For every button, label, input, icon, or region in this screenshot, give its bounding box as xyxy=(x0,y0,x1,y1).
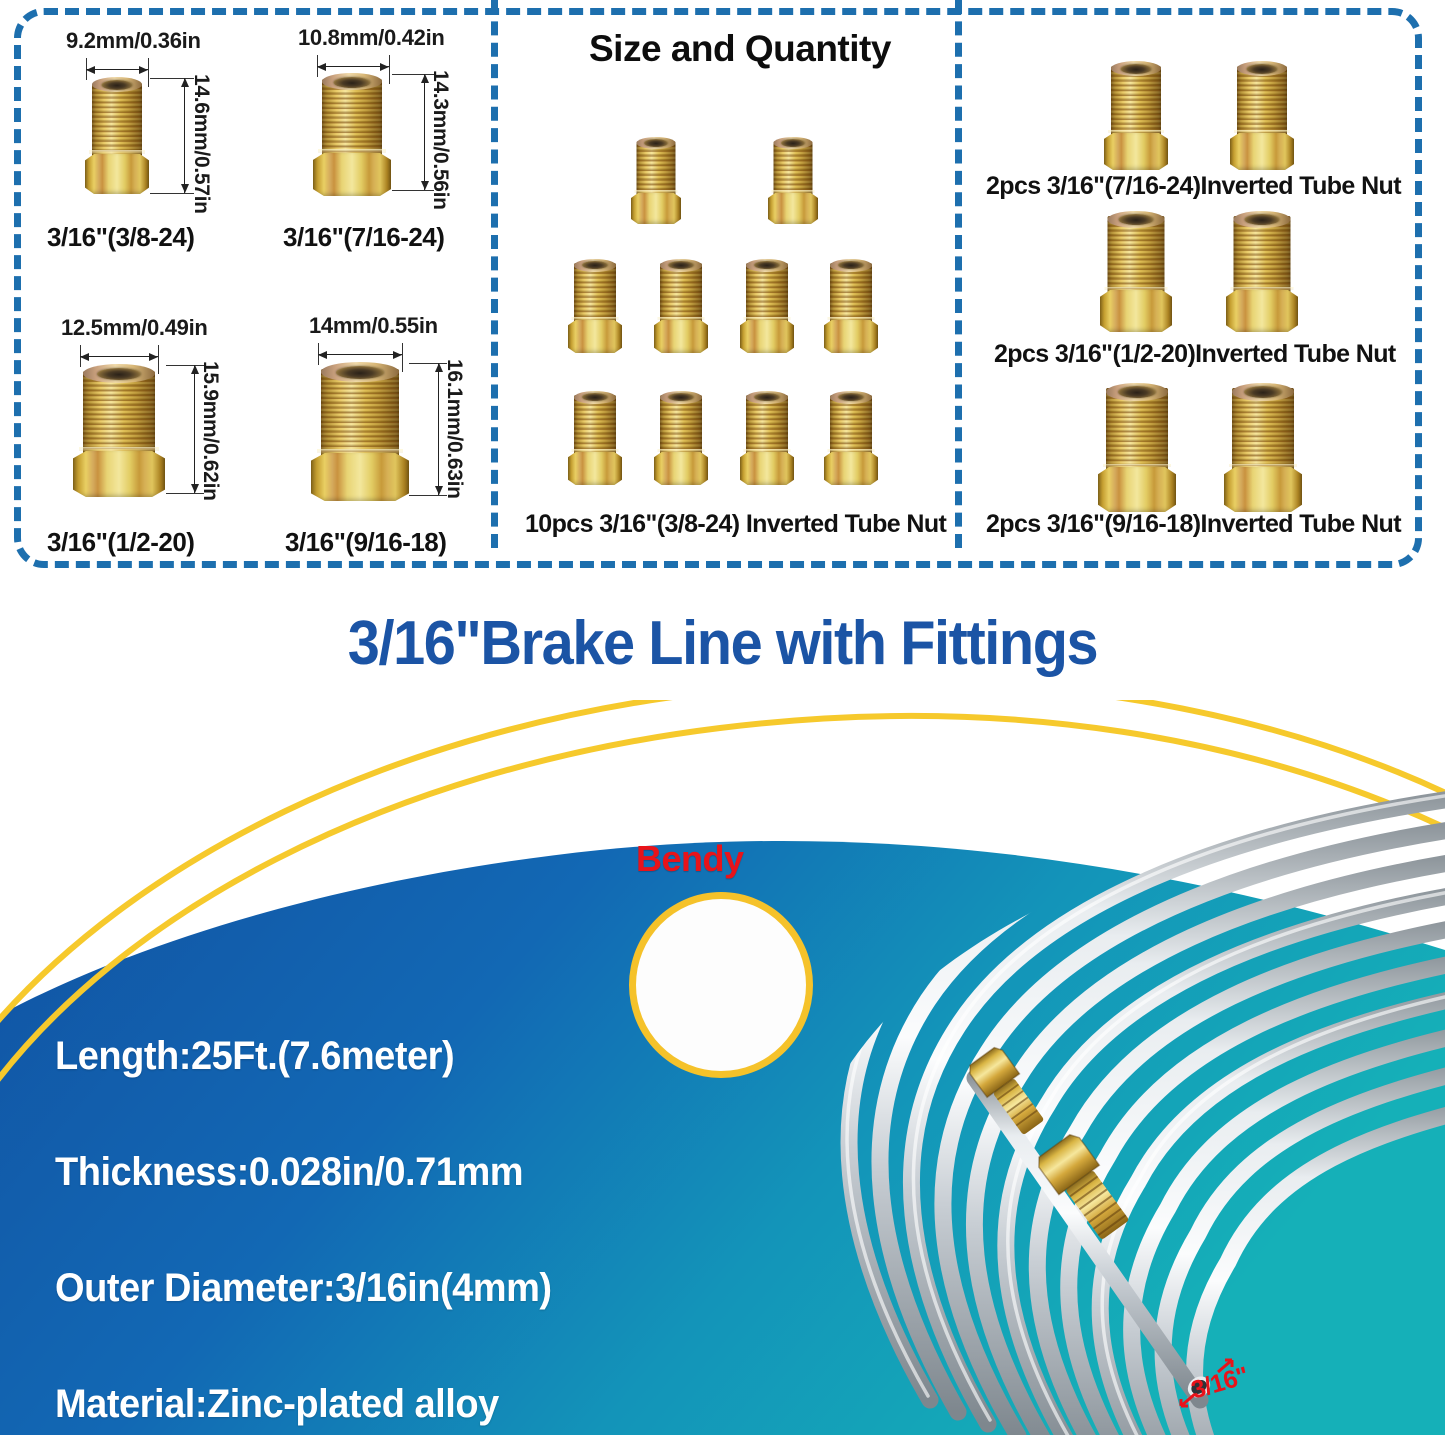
yellow-arc-outer xyxy=(0,713,1445,1082)
bendy-label: Bendy xyxy=(636,838,744,879)
thread-size-label: 3/16"(7/16-24) xyxy=(283,222,445,252)
dimension-width-label: 14mm/0.55in xyxy=(309,313,438,338)
extension-line xyxy=(166,493,204,494)
spec-material: Material:Zinc-plated alloy xyxy=(55,1382,499,1426)
quantity-caption: 10pcs 3/16"(3/8-24) Inverted Tube Nut xyxy=(525,510,947,538)
tube-nut-graphic xyxy=(73,363,165,497)
extension-line xyxy=(150,193,194,194)
page-title: 3/16"Brake Line with Fittings xyxy=(347,609,1099,678)
thread-size-label: 3/16"(1/2-20) xyxy=(47,527,195,557)
hero-section: Bendy Length:25Ft.(7.6meter) Thickness:0… xyxy=(0,700,1445,1435)
width-dimension-arrow xyxy=(80,352,158,361)
tube-open-end xyxy=(1187,1376,1211,1398)
extension-line xyxy=(409,495,447,496)
right-group-caption: 2pcs 3/16"(7/16-24)Inverted Tube Nut xyxy=(986,172,1402,200)
right-group-caption: 2pcs 3/16"(1/2-20)Inverted Tube Nut xyxy=(994,340,1396,368)
panel-divider-right xyxy=(955,0,962,548)
tube-nut-graphic xyxy=(740,390,794,485)
spec-length: Length:25Ft.(7.6meter) xyxy=(55,1034,455,1078)
specification-list: Length:25Ft.(7.6meter) Thickness:0.028in… xyxy=(55,1034,578,1427)
tube-nut-graphic xyxy=(85,76,149,194)
thread-size-label: 3/16"(9/16-18) xyxy=(285,527,447,557)
width-dimension-arrow xyxy=(317,62,389,71)
tube-nut-graphic xyxy=(1100,210,1172,332)
dimension-height-label: 16.1mm/0.63in xyxy=(443,359,466,499)
tube-nut-graphic xyxy=(311,361,409,501)
extension-line xyxy=(150,78,194,79)
yellow-arc-inner xyxy=(0,700,1445,1024)
tube-nut-graphic xyxy=(654,390,708,485)
brass-fitting-hex xyxy=(1038,1133,1101,1196)
extension-line xyxy=(158,356,159,374)
outer-diameter-arrows xyxy=(1179,1358,1234,1408)
spec-outer-diameter: Outer Diameter:3/16in(4mm) xyxy=(55,1266,552,1310)
extension-line xyxy=(392,74,434,75)
brass-fitting-hex xyxy=(969,1046,1021,1099)
dimension-width-label: 10.8mm/0.42in xyxy=(298,25,445,50)
width-dimension-arrow xyxy=(318,350,402,359)
height-dimension-arrow xyxy=(434,363,443,495)
width-dimension-arrow xyxy=(86,65,148,74)
panel-divider-left xyxy=(491,0,498,548)
height-dimension-arrow xyxy=(180,78,189,193)
dimension-height-label: 14.3mm/0.56in xyxy=(429,70,452,210)
thread-size-label: 3/16"(3/8-24) xyxy=(47,222,195,252)
bendy-magnifier-ring xyxy=(629,892,813,1078)
dimension-width-label: 9.2mm/0.36in xyxy=(66,28,201,53)
dimension-height-label: 14.6mm/0.57in xyxy=(190,74,213,214)
tube-nut-graphic xyxy=(568,258,622,353)
height-dimension-arrow xyxy=(420,74,429,190)
tube-nut-graphic xyxy=(824,390,878,485)
extension-line xyxy=(392,190,434,191)
tube-nut-graphic xyxy=(1224,382,1302,512)
tube-nut-graphic xyxy=(1104,60,1168,170)
tube-nut-graphic xyxy=(568,390,622,485)
hero-blue-shape xyxy=(0,840,1445,1435)
tube-nut-graphic xyxy=(1226,210,1298,332)
extension-line xyxy=(148,69,149,87)
right-group-caption: 2pcs 3/16"(9/16-18)Inverted Tube Nut xyxy=(986,510,1402,538)
extension-line xyxy=(166,365,204,366)
size-quantity-title: Size and Quantity xyxy=(589,28,891,69)
spec-thickness: Thickness:0.028in/0.71mm xyxy=(55,1150,524,1194)
specification-frame xyxy=(14,8,1422,568)
tube-nut-graphic xyxy=(740,258,794,353)
tube-nut-graphic xyxy=(313,72,391,196)
height-dimension-arrow xyxy=(190,365,199,493)
tube-nut-graphic xyxy=(768,136,818,224)
tube-nut-graphic xyxy=(1098,382,1176,512)
extension-line xyxy=(389,66,390,84)
tube-nut-graphic xyxy=(1230,60,1294,170)
extension-line xyxy=(409,363,447,364)
brake-line-end-assembly xyxy=(966,1046,1211,1409)
dimension-width-label: 12.5mm/0.49in xyxy=(61,315,208,340)
extension-line xyxy=(402,354,403,372)
tube-nut-graphic xyxy=(824,258,878,353)
dimension-height-label: 15.9mm/0.62in xyxy=(199,361,222,501)
tube-nut-graphic xyxy=(631,136,681,224)
tube-nut-graphic xyxy=(654,258,708,353)
